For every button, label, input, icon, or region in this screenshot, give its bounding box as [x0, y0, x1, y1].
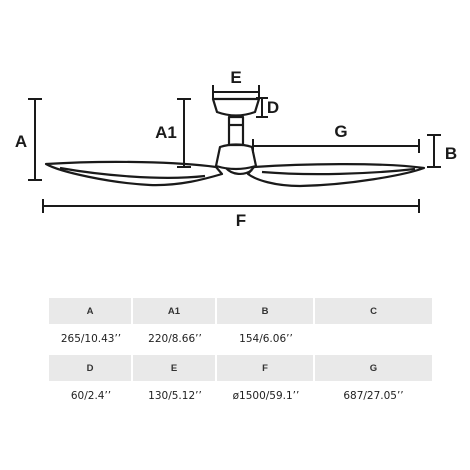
table-header-row: D E F G — [49, 355, 432, 381]
table-value-cell: 154/6.06’’ — [239, 332, 293, 345]
dimensions-table: A A1 B C 265/10.43’’ 220/8.66’’ 154/6.06… — [49, 298, 432, 410]
table-value-cell: 60/2.4’’ — [70, 389, 112, 402]
table-header-cell: G — [315, 355, 432, 381]
fan-motor — [214, 143, 258, 171]
dimension-label-d: D — [267, 98, 279, 117]
fan-blade-front — [225, 167, 253, 175]
dimension-label-a: A — [15, 132, 27, 151]
dimension-g: G — [252, 122, 420, 153]
dimension-label-e: E — [230, 68, 241, 87]
table-value-cell: 130/5.12’’ — [148, 389, 202, 402]
dimension-f: F — [42, 199, 420, 230]
table-value-cell: 687/27.05’’ — [343, 389, 404, 402]
dimension-label-b: B — [445, 144, 457, 163]
ceiling-fan — [44, 97, 426, 188]
fan-downrod — [227, 115, 245, 147]
table-header-cell: D — [49, 355, 133, 381]
dimension-b: B — [427, 134, 457, 168]
ceiling-fan-dimension-drawing: A A1 E D G B F — [15, 68, 457, 230]
table-header-cell: F — [217, 355, 315, 381]
dimension-e: E — [212, 68, 260, 99]
dimension-a1: A1 — [155, 98, 191, 168]
table-value-row: 265/10.43’’ 220/8.66’’ 154/6.06’’ — [49, 324, 432, 353]
table-header-cell: A1 — [133, 298, 217, 324]
dimension-label-f: F — [236, 211, 246, 230]
fan-blade-left — [44, 160, 224, 187]
fan-blade-right — [246, 163, 426, 188]
table-header-cell: A — [49, 298, 133, 324]
dimension-label-g: G — [334, 122, 347, 141]
table-value-cell — [315, 324, 432, 353]
fan-canopy — [211, 97, 261, 117]
table-value-cell: ø1500/59.1’’ — [232, 389, 300, 402]
table-value-row: 60/2.4’’ 130/5.12’’ ø1500/59.1’’ 687/27.… — [49, 381, 432, 410]
table-header-cell: E — [133, 355, 217, 381]
table-value-cell: 265/10.43’’ — [60, 332, 122, 345]
table-header-row: A A1 B C — [49, 298, 432, 324]
dimension-label-a1: A1 — [155, 123, 177, 142]
table-header-cell: B — [217, 298, 315, 324]
table-value-cell: 220/8.66’’ — [148, 332, 202, 345]
dimension-a: A — [15, 98, 42, 181]
table-header-cell: C — [315, 298, 432, 324]
